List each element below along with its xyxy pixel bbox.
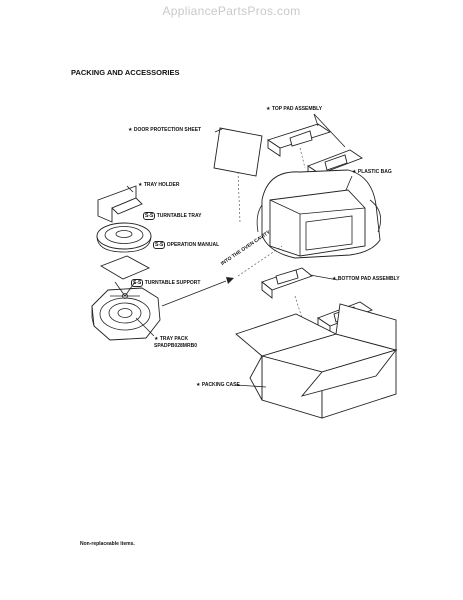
label-door-protection-sheet: ★ DOOR PROTECTION SHEET [128, 127, 202, 133]
label-top-pad-assembly: ★ TOP PAD ASSEMBLY [266, 106, 323, 112]
watermark: AppliancePartsPros.com [162, 4, 301, 18]
turntable-tray-part [96, 222, 152, 253]
label-operation-manual-text: OPERATION MANUAL [166, 242, 220, 248]
label-tray-holder: ★ TRAY HOLDER [138, 182, 180, 188]
part-badge-turntable-tray: S-S [143, 212, 156, 220]
operation-manual-part [99, 255, 151, 280]
part-badge-operation-manual: S-S [153, 241, 166, 249]
label-turntable-tray-text: TURNTABLE TRAY [156, 213, 202, 219]
tray-holder-part [97, 185, 143, 223]
label-turntable-tray: S-S TURNTABLE TRAY [143, 212, 202, 220]
label-turntable-support: S-S TURNTABLE SUPPORT [131, 279, 201, 287]
tray-pack-part [91, 287, 161, 341]
label-turntable-support-text: TURNTABLE SUPPORT [144, 280, 201, 286]
page-title: PACKING AND ACCESSORIES [71, 68, 180, 77]
label-operation-manual: S-S OPERATION MANUAL [153, 241, 220, 249]
packing-case-part [235, 303, 398, 419]
turntable-support-part [110, 281, 140, 299]
arrow-head-icon [226, 277, 234, 284]
label-plastic-bag: ★ PLASTIC BAG [352, 169, 392, 175]
label-tray-pack: ★ TRAY PACK [154, 336, 189, 342]
part-badge-turntable-support: S-S [131, 279, 144, 287]
label-bottom-pad-assembly: ★ BOTTOM PAD ASSEMBLY [332, 276, 400, 282]
footnote: Non-replaceable items. [80, 541, 135, 547]
plastic-bag-part [256, 169, 382, 259]
label-packing-case: ★ PACKING CASE [196, 382, 240, 388]
door-protection-sheet-part [213, 127, 263, 177]
label-tray-pack-part-number: SPADPB028MRB0 [154, 343, 197, 349]
